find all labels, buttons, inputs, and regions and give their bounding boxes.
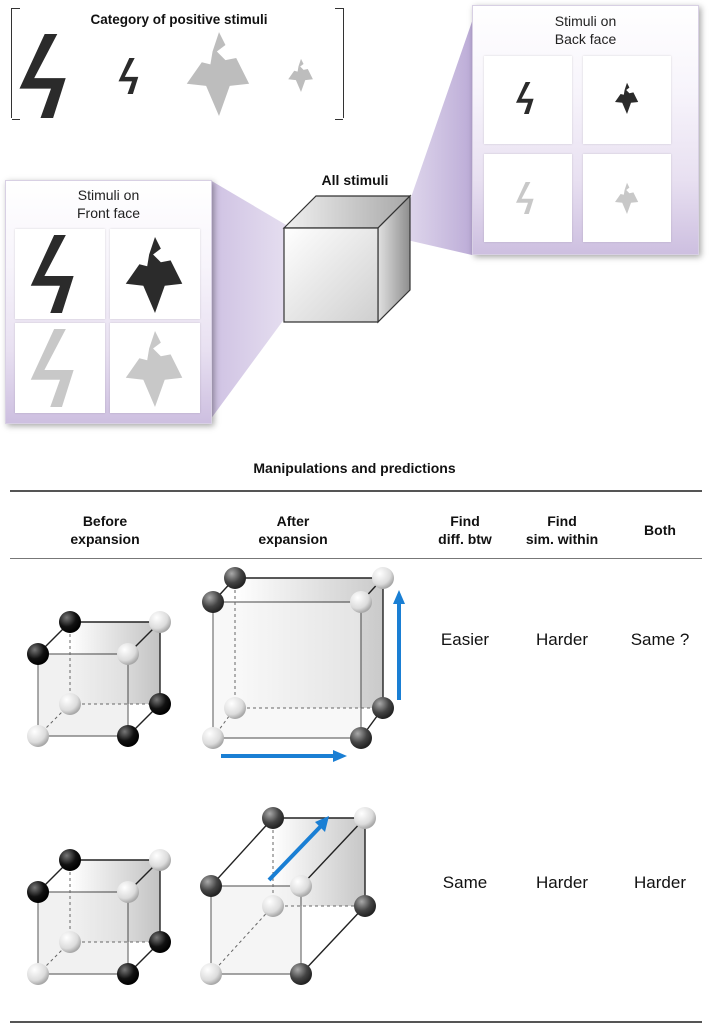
depth-expansion-arrow: [267, 824, 323, 882]
row1-before-cube: [27, 611, 171, 747]
stimulus-cube: [282, 194, 412, 324]
front-panel-title-line1: Stimuli on: [77, 187, 140, 203]
table-bottom-rule: [10, 1021, 702, 1023]
row1-find-diff: Easier: [440, 630, 490, 649]
front-tile-dark-tri: [110, 229, 200, 319]
table-title: Manipulations and predictions: [253, 460, 456, 476]
row2-after-cube: [200, 807, 376, 985]
header-after-expansion: After expansion: [228, 512, 358, 548]
table-top-rule: [10, 490, 702, 492]
header-both: Both: [615, 521, 705, 539]
front-tile-light-tri: [110, 323, 200, 413]
back-tile-light-tri: [583, 154, 671, 242]
all-stimuli-label: All stimuli: [321, 172, 389, 188]
row1-find-sim: Harder: [536, 630, 588, 649]
category-bracket: [11, 8, 344, 120]
header-find-diff-line2: diff. btw: [438, 531, 492, 547]
row2-both: Harder: [634, 873, 686, 892]
back-face-panel: Stimuli on Back face: [472, 5, 699, 255]
front-face-panel: Stimuli on Front face: [5, 180, 212, 424]
header-before-line1: Before: [82, 513, 128, 529]
header-find-diff-line1: Find: [450, 513, 480, 529]
back-tile-dark-lambda: [484, 56, 572, 144]
row1-after-cube: [202, 567, 405, 762]
front-tile-light-lambda: [15, 323, 105, 413]
header-before-expansion: Before expansion: [40, 512, 170, 548]
row2-find-sim: Harder: [536, 873, 588, 892]
table-header-rule: [10, 558, 702, 559]
category-title: Category of positive stimuli: [90, 12, 268, 27]
header-find-diff: Find diff. btw: [415, 512, 515, 548]
row2-before-cube: [27, 849, 171, 985]
row2-find-diff: Same: [442, 873, 488, 892]
back-tile-light-lambda: [484, 154, 572, 242]
header-after-line2: expansion: [258, 531, 328, 547]
header-before-line2: expansion: [70, 531, 140, 547]
front-tile-dark-lambda: [15, 229, 105, 319]
header-find-sim-line1: Find: [547, 513, 577, 529]
back-panel-title-line2: Back face: [554, 31, 617, 47]
header-after-line1: After: [276, 513, 310, 529]
back-panel-title-line1: Stimuli on: [554, 13, 617, 29]
back-tile-dark-tri: [583, 56, 671, 144]
front-panel-title-line2: Front face: [76, 205, 141, 221]
row1-both: Same ?: [630, 630, 690, 649]
header-both-line1: Both: [644, 522, 676, 538]
header-find-sim: Find sim. within: [512, 512, 612, 548]
header-find-sim-line2: sim. within: [525, 531, 599, 547]
